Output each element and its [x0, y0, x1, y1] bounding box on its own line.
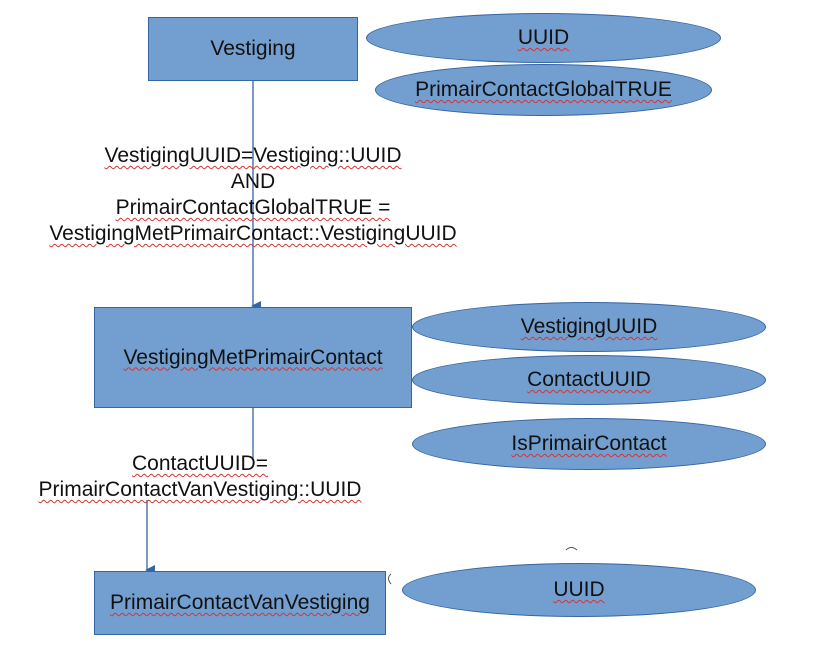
attribute-label: ContactUUID — [527, 368, 651, 391]
attribute-uuid-pcvv[interactable]: UUID — [402, 563, 756, 617]
attribute-uuid-vestiging[interactable]: UUID — [366, 13, 721, 63]
attribute-contactuuid[interactable]: ContactUUID — [412, 355, 766, 405]
relation-line: ContactUUID= — [132, 452, 268, 475]
entity-vestiging[interactable]: Vestiging — [148, 17, 358, 81]
entity-vestiging-label: Vestiging — [210, 37, 296, 60]
attribute-label: VestigingUUID — [520, 315, 658, 338]
attribute-label: UUID — [517, 26, 570, 49]
attribute-primaircontactglobaltrue[interactable]: PrimairContactGlobalTRUE — [375, 64, 712, 116]
attribute-vestiginguuid[interactable]: VestigingUUID — [412, 302, 766, 352]
attribute-label: IsPrimairContact — [511, 432, 667, 455]
relation-label-vestiging-to-vmpc: VestigingUUID=Vestiging::UUID AND Primai… — [26, 143, 480, 247]
small-arc-mark — [565, 547, 578, 551]
attribute-label: UUID — [553, 578, 605, 601]
small-bracket-mark — [388, 573, 392, 585]
relation-line: PrimairContactGlobalTRUE = — [115, 196, 391, 219]
entity-vestiging-met-primair-contact[interactable]: VestigingMetPrimairContact — [94, 307, 412, 408]
attribute-label: PrimairContactGlobalTRUE — [415, 78, 672, 101]
entity-vmpc-label: VestigingMetPrimairContact — [123, 345, 383, 369]
attribute-isprimaircontact[interactable]: IsPrimairContact — [412, 418, 766, 470]
relation-line: PrimairContactVanVestiging::UUID — [38, 478, 362, 501]
relation-line: AND — [230, 170, 276, 193]
entity-pcvv-label: PrimairContactVanVestiging — [110, 591, 370, 614]
relation-line: VestigingUUID=Vestiging::UUID — [104, 144, 402, 167]
relation-label-vmpc-to-pcvv: ContactUUID= PrimairContactVanVestiging:… — [18, 451, 382, 503]
entity-primair-contact-van-vestiging[interactable]: PrimairContactVanVestiging — [94, 571, 386, 635]
relation-line: VestigingMetPrimairContact::VestigingUUI… — [49, 222, 457, 245]
